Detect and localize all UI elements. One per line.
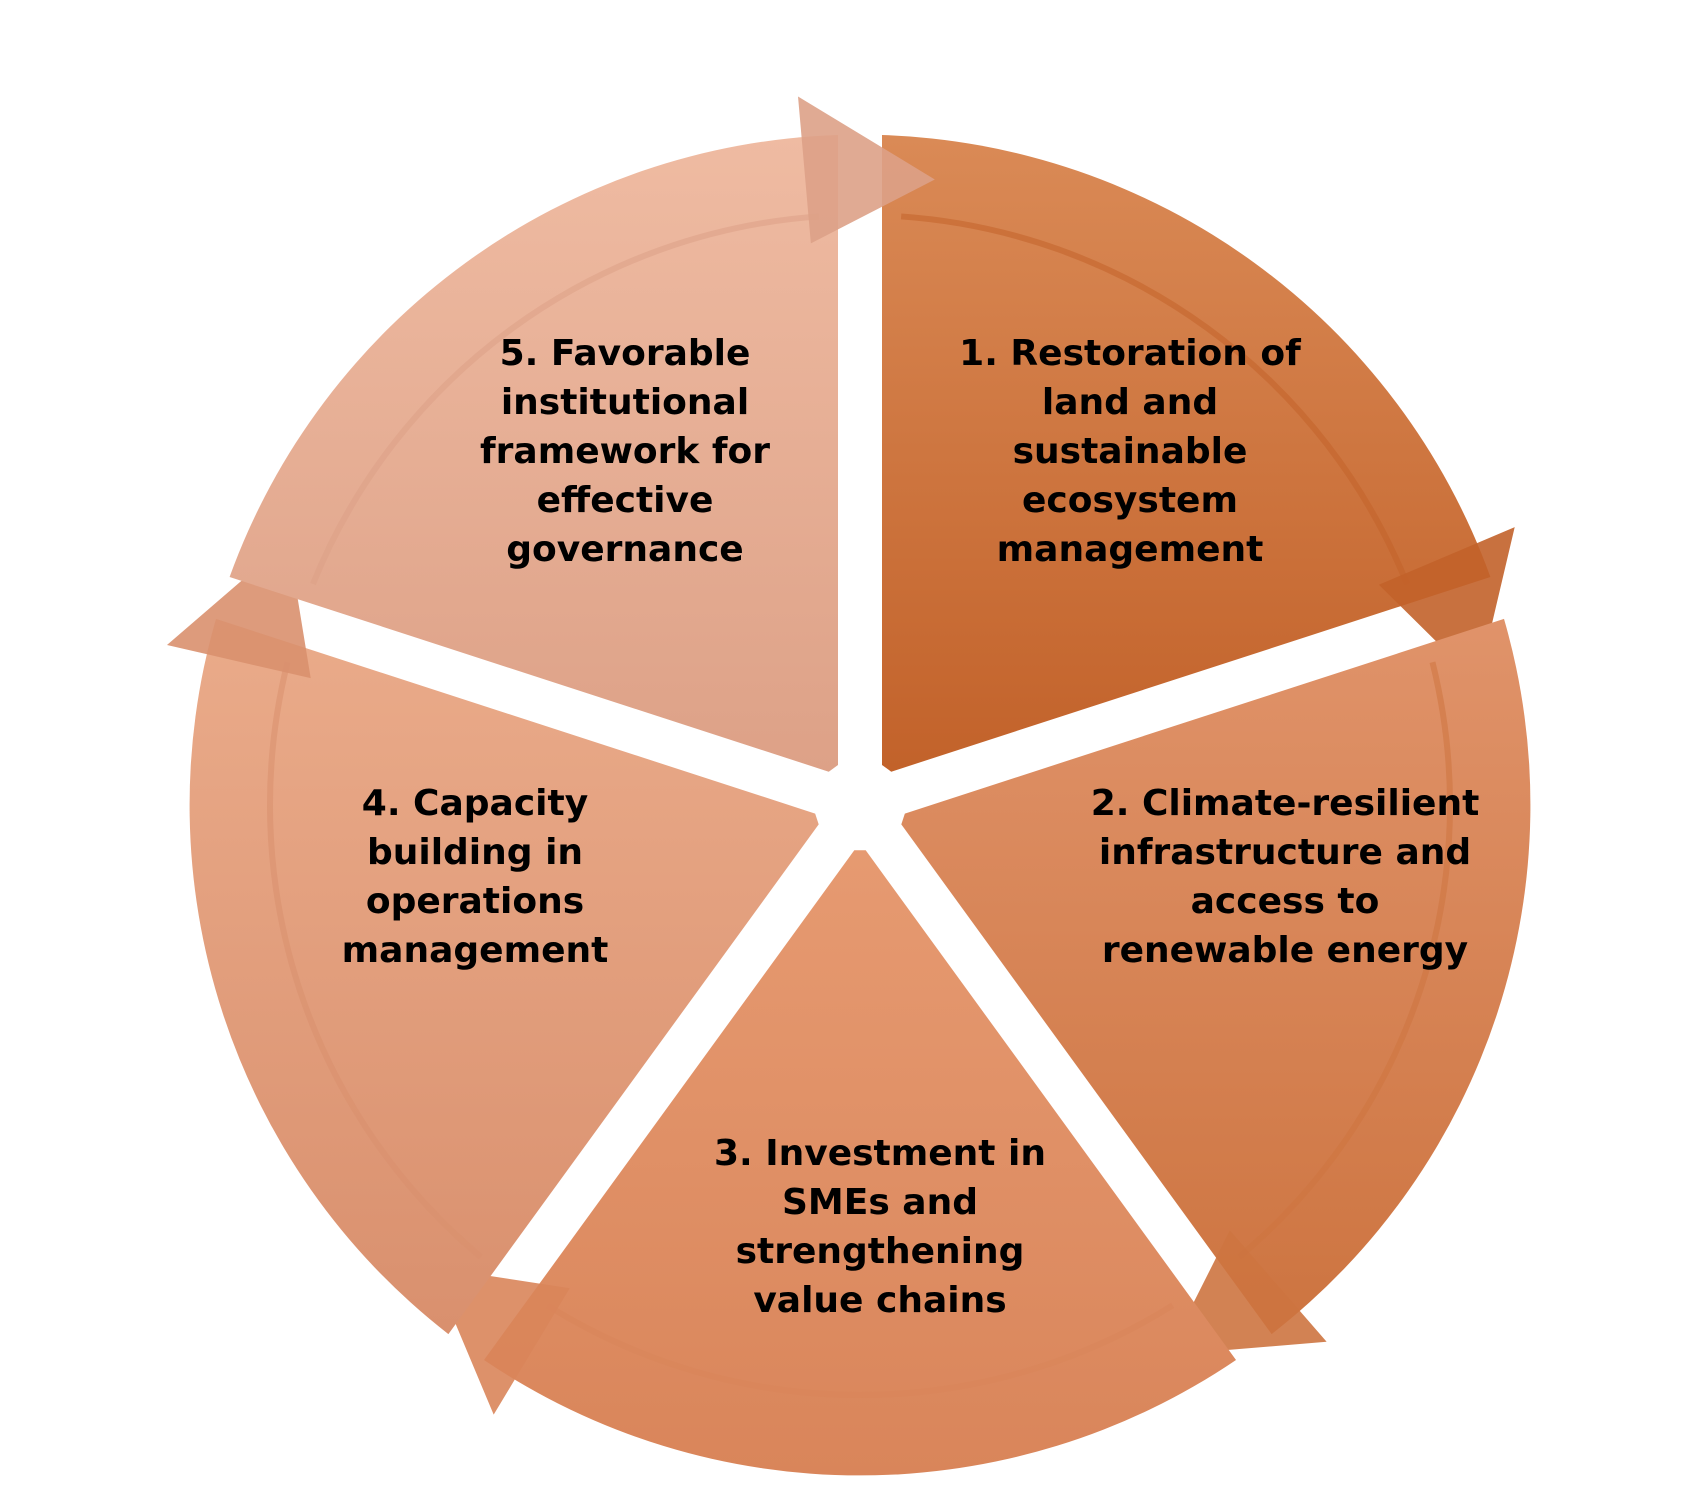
segment-4-capacity-building: 4. Capacity building in operations manageme… [166,540,819,1335]
segment-1-label-line: land and [1042,382,1218,423]
segment-1-label-line: 1. Restoration of [959,333,1301,374]
segment-2-label-line: renewable energy [1102,930,1468,971]
segment-4-label: 4. Capacity building in operations manageme… [342,783,609,971]
segment-5-arrow-head [798,96,935,244]
segment-2-label-line: infrastructure and [1099,832,1471,873]
segment-3-label-line: SMEs and [782,1182,978,1223]
segment-4-wedge [189,618,819,1335]
segment-2-label: 2. Climate-resilient infrastructure and ac… [1091,783,1480,971]
segment-3-label-line: value chains [753,1280,1006,1321]
segment-1-restoration: 1. Restoration of land and sustainable ecos… [882,135,1515,772]
segment-2-label-line: 2. Climate-resilient [1091,783,1480,824]
segment-4-label-line: building in [367,832,583,873]
segment-3-wedge [483,850,1237,1476]
segment-2-infrastructure: 2. Climate-resilient infrastructure and ac… [901,618,1531,1356]
segment-1-wedge [882,135,1491,772]
segment-1-label-line: ecosystem [1022,480,1238,521]
segment-1-label-line: management [997,529,1264,570]
segment-5-arrow-groove [310,213,820,586]
segment-5-label-line: institutional [501,382,749,423]
segment-4-label-line: management [342,930,609,971]
segment-3-label-line: strengthening [736,1231,1025,1272]
segment-2-arrow-groove [1237,661,1453,1260]
segment-2-wedge [901,618,1531,1335]
segment-5-label-line: effective [537,480,714,521]
segment-4-arrow-groove [267,661,483,1260]
segment-1-arrow-groove [900,213,1410,586]
segment-5-label-line: 5. Favorable [500,333,751,374]
segment-1-label: 1. Restoration of land and sustainable ecos… [959,333,1301,570]
segment-4-label-line: operations [366,881,584,922]
segment-5-wedge [229,135,838,772]
segment-5-label: 5. Favorable institutional framework for ef… [480,333,770,570]
segment-3-investment: 3. Investment in SMEs and strengthening val… [431,850,1237,1476]
segment-4-label-line: 4. Capacity [362,783,588,824]
segment-3-arrow-groove [545,1302,1175,1398]
segment-5-label-line: framework for [480,431,770,472]
segment-3-label: 3. Investment in SMEs and strengthening val… [714,1133,1046,1321]
segment-2-label-line: access to [1191,881,1380,922]
segment-3-label-line: 3. Investment in [714,1133,1046,1174]
segment-1-label-line: sustainable [1013,431,1248,472]
segment-5-governance: 5. Favorable institutional framework for ef… [229,96,935,772]
segment-5-label-line: governance [506,529,743,570]
